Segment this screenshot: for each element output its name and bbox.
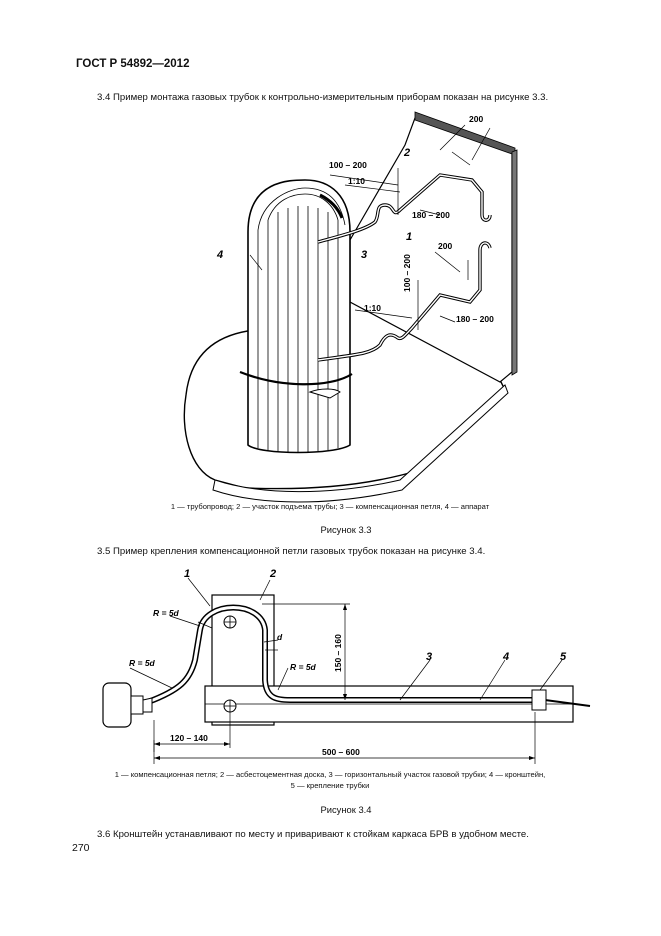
- fig34-label-3: 3: [426, 651, 432, 663]
- fig34-diameter: d: [277, 632, 283, 642]
- figure-3-4-legend-line-1: 1 — компенсационная петля; 2 — асбестоце…: [114, 770, 546, 779]
- fig34-radius-left: R = 5d: [129, 658, 156, 668]
- fig34-radius-top: R = 5d: [153, 608, 180, 618]
- fig33-label-2: 2: [403, 147, 410, 159]
- fig33-dim-100-200-top: 100 – 200: [329, 160, 367, 170]
- fig34-dim-150-160: 150 – 160: [333, 634, 343, 672]
- figure-3-4-legend-line-2: 5 — крепление трубки: [290, 781, 370, 790]
- fig33-label-1: 1: [406, 231, 412, 243]
- fig33-label-4: 4: [216, 249, 223, 261]
- page-number: 270: [72, 842, 90, 854]
- fig33-dim-200-bottom: 200: [438, 241, 452, 251]
- fig33-slope-top: 1:10: [348, 176, 365, 186]
- fig34-dim-500-600: 500 – 600: [322, 747, 360, 757]
- fig34-dim-120-140: 120 – 140: [170, 733, 208, 743]
- fig33-dim-180-200-top: 180 – 200: [412, 210, 450, 220]
- fig33-dim-180-200-bottom: 180 – 200: [456, 314, 494, 324]
- fig34-label-5: 5: [560, 651, 567, 663]
- fig33-dim-200-top: 200: [469, 114, 483, 124]
- paragraph-3-6: 3.6 Кронштейн устанавливают по месту и п…: [97, 829, 529, 840]
- fig34-label-4: 4: [502, 651, 509, 663]
- figure-3-3-legend: 1 — трубопровод; 2 — участок подъема тру…: [170, 502, 490, 511]
- fig33-slope-bottom: 1:10: [364, 303, 381, 313]
- fig34-label-1: 1: [184, 568, 190, 580]
- fig34-label-2: 2: [269, 568, 276, 580]
- document-header: ГОСТ Р 54892—2012: [76, 58, 190, 70]
- fig34-radius-right: R = 5d: [290, 662, 317, 672]
- figure-3-4-title: Рисунок 3.4: [320, 804, 372, 815]
- paragraph-3-5: 3.5 Пример крепления компенсационной пет…: [97, 546, 486, 557]
- paragraph-3-4: 3.4 Пример монтажа газовых трубок к конт…: [97, 92, 549, 103]
- figure-3-3-title: Рисунок 3.3: [320, 524, 372, 535]
- fig33-dim-100-200-bottom: 100 – 200: [402, 254, 412, 292]
- fig33-label-3: 3: [361, 249, 367, 261]
